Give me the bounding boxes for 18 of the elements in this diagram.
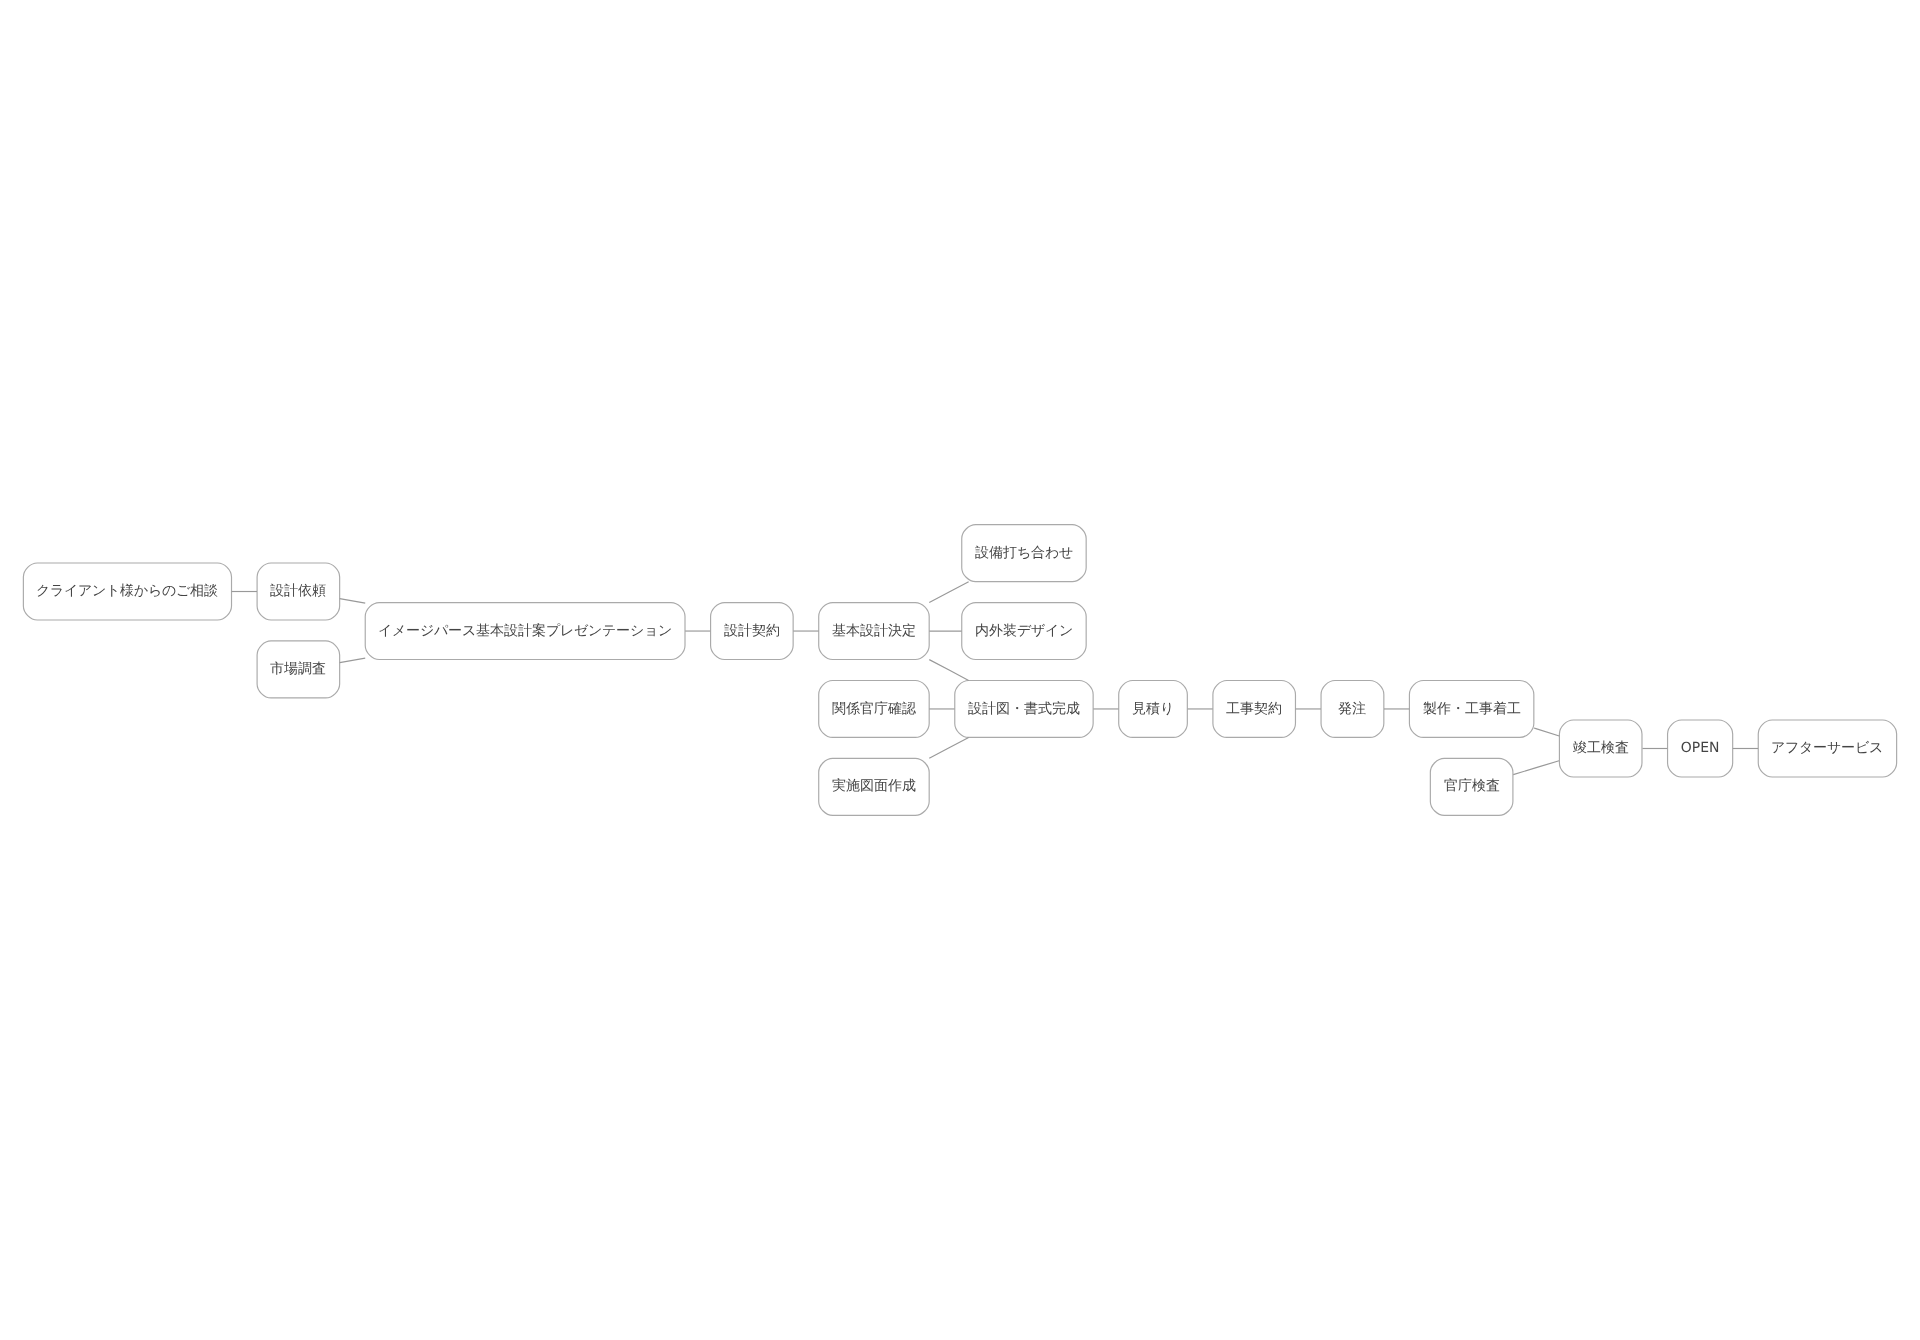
- connector: [1294, 708, 1322, 710]
- connector: [1732, 747, 1759, 750]
- connector: [928, 708, 956, 710]
- connector: [1092, 708, 1120, 710]
- connector: [1641, 747, 1668, 750]
- connector: [792, 630, 820, 632]
- connector: [928, 581, 970, 604]
- connector: [928, 736, 970, 759]
- connector: [1383, 708, 1410, 710]
- connector: [928, 659, 970, 681]
- connector: [928, 630, 963, 632]
- connector: [1187, 708, 1214, 710]
- connector: [339, 657, 366, 664]
- connector: [1512, 760, 1560, 776]
- connector: [339, 598, 366, 604]
- connector: [1533, 727, 1560, 737]
- connector: [684, 630, 711, 632]
- connector: [230, 590, 258, 593]
